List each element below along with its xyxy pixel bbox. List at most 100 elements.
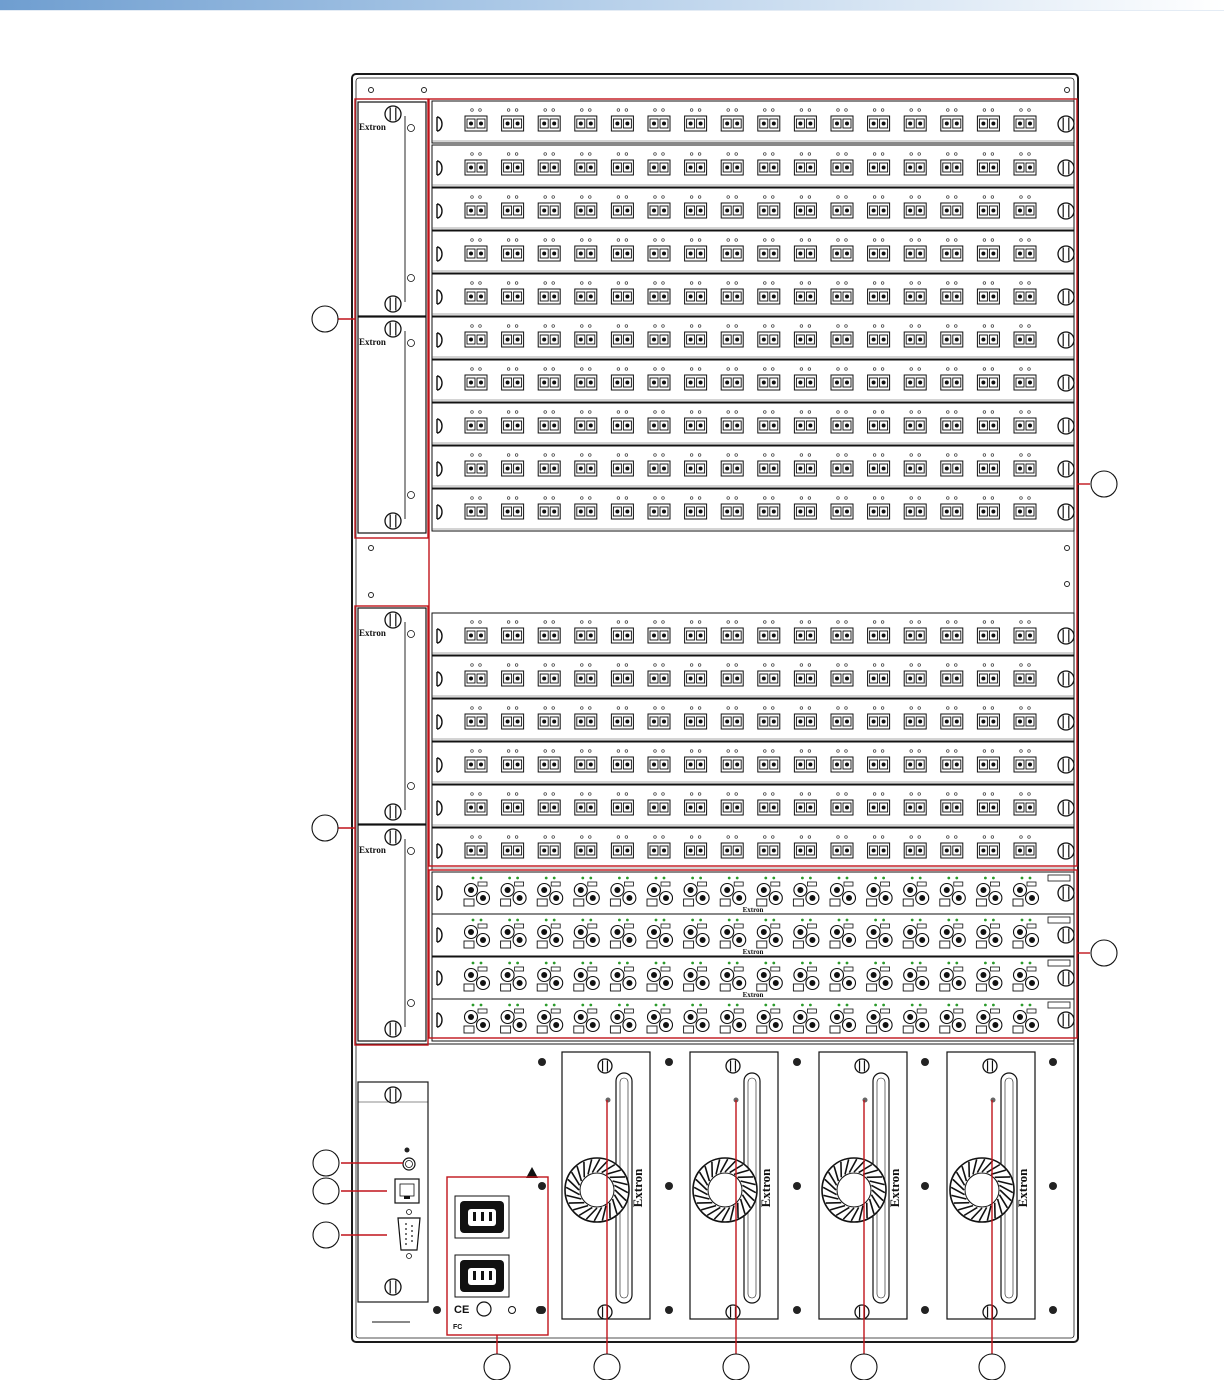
fiber-connector [501, 453, 525, 477]
fiber-connector [574, 706, 598, 730]
fiber-connector [647, 663, 671, 687]
fiber-connector [610, 410, 634, 434]
latch-icon [436, 714, 443, 730]
fiber-connector [976, 663, 1000, 687]
callout-circle [483, 1353, 511, 1380]
fiber-connector [940, 620, 964, 644]
bnc-connector [1012, 918, 1040, 949]
fan-module: Extron [561, 1051, 651, 1320]
thumbscrew-icon [1057, 503, 1075, 521]
fiber-connector [830, 108, 854, 132]
thumbscrew-icon [384, 512, 402, 530]
fiber-connector [940, 108, 964, 132]
thumbscrew-icon [1057, 926, 1075, 944]
latch-icon [436, 671, 443, 687]
fiber-connector [501, 195, 525, 219]
fiber-connector [647, 706, 671, 730]
fiber-connector [757, 281, 781, 305]
fiber-connector [867, 496, 891, 520]
fiber-connector [537, 410, 561, 434]
fiber-connector [793, 152, 817, 176]
bnc-connector [683, 961, 710, 992]
fiber-connector [574, 835, 598, 859]
board-row [431, 316, 1075, 360]
fiber-connector [903, 835, 927, 859]
screw-icon [407, 999, 415, 1007]
bnc-connector [573, 918, 600, 949]
thumbscrew-icon [725, 1304, 741, 1320]
fiber-connector [610, 792, 634, 816]
fiber-connector [940, 152, 964, 176]
thumbscrew-icon [1057, 1011, 1075, 1029]
fiber-connector [574, 238, 598, 262]
board-row [431, 402, 1075, 446]
fiber-connector [501, 835, 525, 859]
header-divider [0, 10, 1224, 11]
fiber-connector [464, 663, 488, 687]
mount-screw-icon [538, 1306, 546, 1314]
mount-screw-icon [921, 1306, 929, 1314]
fiber-connector [830, 706, 854, 730]
thumbscrew-icon [384, 295, 402, 313]
latch-icon [436, 160, 443, 176]
fiber-connector [867, 749, 891, 773]
callout-circle [850, 1353, 878, 1380]
bnc-connector [500, 961, 527, 992]
fiber-connector [501, 620, 525, 644]
fiber-connector [903, 367, 927, 391]
fiber-connector [684, 792, 708, 816]
bnc-connector [719, 1003, 747, 1034]
bnc-connector [719, 918, 747, 949]
fiber-connector [684, 496, 708, 520]
fiber-connector [501, 324, 525, 348]
fiber-connector [793, 324, 817, 348]
screw-icon [407, 274, 415, 282]
brand-label: Extron [887, 1168, 902, 1208]
fiber-connector [684, 281, 708, 305]
fcc-mark: FC [453, 1324, 462, 1331]
bnc-connector [463, 961, 491, 992]
fiber-connector [903, 496, 927, 520]
fiber-connector [830, 152, 854, 176]
fiber-connector [976, 324, 1000, 348]
fiber-connector [537, 706, 561, 730]
thumbscrew-icon [384, 1020, 402, 1038]
bnc-connector [975, 876, 1003, 907]
brand-label: Extron [743, 948, 764, 956]
fiber-connector [647, 238, 671, 262]
bnc-connector [719, 961, 747, 992]
fiber-connector [684, 152, 708, 176]
bnc-connector [829, 876, 857, 907]
latch-icon [436, 927, 443, 943]
bnc-connector [902, 918, 930, 949]
fiber-connector [903, 792, 927, 816]
fiber-connector [647, 496, 671, 520]
fiber-connector [684, 324, 708, 348]
thumbscrew-icon [1057, 627, 1075, 645]
fiber-connector [684, 238, 708, 262]
thumbscrew-icon [384, 828, 402, 846]
fan-led-icon [605, 1097, 611, 1103]
fiber-connector [976, 152, 1000, 176]
fiber-connector [976, 281, 1000, 305]
bnc-connector [609, 918, 637, 949]
latch-icon [436, 418, 443, 434]
fiber-connector [647, 152, 671, 176]
fan-module: Extron [946, 1051, 1036, 1320]
fan-led-icon [990, 1097, 996, 1103]
thumbscrew-icon [597, 1058, 613, 1074]
bnc-connector [683, 876, 710, 907]
fiber-connector [464, 152, 488, 176]
ul-mark-icon [476, 1301, 492, 1317]
fiber-connector [464, 367, 488, 391]
callout-circle [311, 814, 339, 842]
fiber-connector [464, 238, 488, 262]
fiber-connector [757, 453, 781, 477]
fiber-connector [720, 792, 744, 816]
latch-icon [436, 246, 443, 262]
thumbscrew-icon [1057, 159, 1075, 177]
fiber-connector [574, 152, 598, 176]
thumbscrew-icon [1057, 331, 1075, 349]
fiber-connector [830, 663, 854, 687]
mount-screw-icon [665, 1058, 673, 1066]
